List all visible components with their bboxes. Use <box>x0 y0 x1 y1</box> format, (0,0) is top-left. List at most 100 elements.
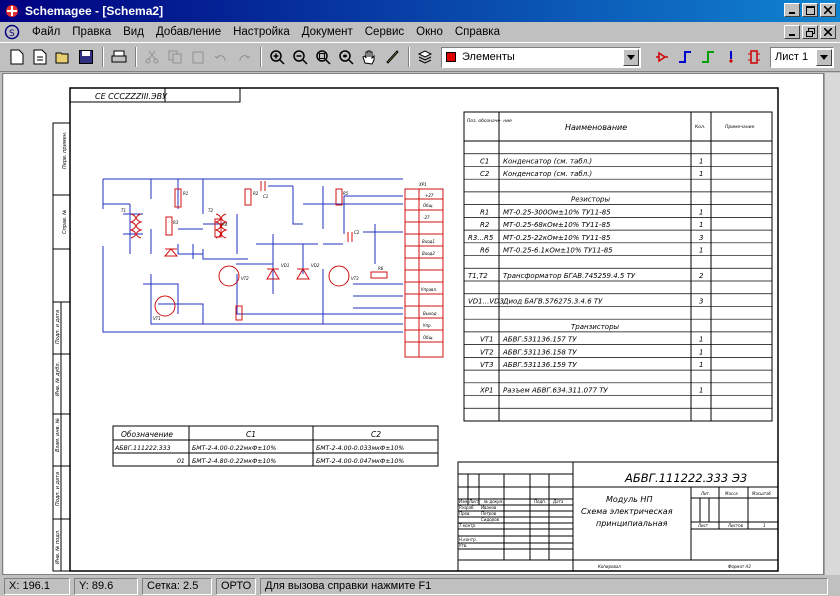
status-ortho[interactable]: ОРТО <box>216 577 256 595</box>
menu-file[interactable]: Файл <box>32 26 61 38</box>
minimize-button[interactable] <box>784 3 800 17</box>
sheet-select[interactable]: Лист 1 <box>770 46 834 68</box>
status-y: Y: 89.6 <box>74 577 138 595</box>
side-label-4: Взам. инв. № <box>55 418 61 452</box>
label-VT1: VT1 <box>153 316 161 321</box>
parts-row-pos: R2 <box>480 221 490 229</box>
parts-row-pos: R6 <box>480 247 490 255</box>
maximize-button[interactable] <box>802 3 818 17</box>
parts-row-name: МТ-0.25-22кОм±10% ТУ11-85 <box>503 234 611 242</box>
menu-edit[interactable]: Правка <box>72 26 112 38</box>
label-R3: R3 <box>173 220 179 225</box>
new-sheet-icon <box>33 49 47 65</box>
document-icon[interactable]: S <box>4 24 20 40</box>
tb-format: Формат А3 <box>728 564 751 569</box>
zoom-in-button[interactable] <box>266 46 288 68</box>
side-label-6: Инв. № подл. <box>55 530 61 565</box>
parts-row-name: Конденсатор (см. табл.) <box>503 170 592 178</box>
label-R4: R4 <box>222 222 228 227</box>
pin-icon <box>729 51 733 63</box>
connector-button[interactable] <box>743 46 765 68</box>
layer-select[interactable]: Элементы <box>441 46 641 68</box>
variants-cell-1-2: БМТ-2-4.00-0.047мкФ±10% <box>316 458 404 465</box>
label-T2: T2 <box>208 208 213 213</box>
sheet-select-value: Лист 1 <box>775 51 809 63</box>
parts-row-qty: 1 <box>699 157 703 165</box>
tb-col-2: № докум. <box>483 499 504 504</box>
parts-header-name: Наименование <box>565 123 627 132</box>
parts-row-qty: 1 <box>699 348 703 356</box>
vertical-scrollbar[interactable] <box>824 73 840 575</box>
parts-row-qty: 3 <box>699 297 703 305</box>
paste-button[interactable] <box>187 46 209 68</box>
parts-row-name: Конденсатор (см. табл.) <box>503 157 592 165</box>
top-stamp: СЕ СССZZZIII.ЭВУ <box>95 92 168 101</box>
doc-minimize-button[interactable] <box>784 25 800 39</box>
new-sheet-button[interactable] <box>29 46 51 68</box>
parts-row-qty: 2 <box>699 272 704 280</box>
zoom-window-button[interactable] <box>312 46 334 68</box>
wire-blue-button[interactable] <box>674 46 696 68</box>
parts-list-table: Поз. обозначе- ние Наименование Кол. При… <box>463 111 773 422</box>
parts-row-qty: 1 <box>699 170 703 178</box>
parts-header-note: Примечание <box>725 124 755 130</box>
tb-person-2: Сидоров <box>481 517 500 522</box>
parts-row-pos: VD1...VD3 <box>468 297 504 305</box>
parts-row-qty: 3 <box>699 234 703 242</box>
label-T1: T1 <box>121 208 126 213</box>
close-button[interactable] <box>820 3 836 17</box>
tb-col-1: Лист <box>468 499 480 504</box>
parts-row-pos: T1,T2 <box>468 272 488 280</box>
new-button[interactable] <box>6 46 28 68</box>
drawing-sheet: Перв. примен. Справ. № Подп. и дата Инв.… <box>3 74 779 574</box>
label-R1: R1 <box>183 191 188 196</box>
pan-button[interactable] <box>358 46 380 68</box>
zoom-out-button[interactable] <box>289 46 311 68</box>
parts-row-pos: VT2 <box>480 348 494 356</box>
save-button[interactable] <box>75 46 97 68</box>
tb-sheets-count: 1 <box>763 523 766 528</box>
tb-sheet: Лист <box>697 523 709 528</box>
cut-button[interactable] <box>141 46 163 68</box>
label-VD2: VD2 <box>311 263 320 268</box>
parts-row-pos: C2 <box>480 170 490 178</box>
tb-scale: Масштаб <box>752 491 772 496</box>
print-button[interactable] <box>108 46 130 68</box>
menu-settings[interactable]: Настройка <box>233 26 290 38</box>
copy-button[interactable] <box>164 46 186 68</box>
menu-service[interactable]: Сервис <box>364 26 405 38</box>
wire-green-button[interactable] <box>697 46 719 68</box>
tb-role-3: Н.контр. <box>459 537 477 542</box>
menu-view[interactable]: Вид <box>123 26 144 38</box>
xp1-pin-label-4: Вход2 <box>422 251 435 256</box>
menu-bar: S Файл Правка Вид Добавление Настройка Д… <box>0 22 840 42</box>
menu-help[interactable]: Справка <box>454 26 500 38</box>
pin-button[interactable] <box>720 46 742 68</box>
tb-role-1: Пров. <box>459 511 471 516</box>
zoom-in-icon <box>270 50 285 65</box>
doc-close-button[interactable] <box>820 25 836 39</box>
schematic[interactable]: +27 Общ. -27 Вход1 Вход2 Управл. Выход У… <box>102 178 444 358</box>
variants-cell-0-1: БМТ-2-4.00-0.22мкФ±10% <box>192 445 276 452</box>
document-designation: АБВГ.111222.333 Э3 <box>624 471 747 485</box>
component-icon <box>656 51 668 63</box>
menu-document[interactable]: Документ <box>301 26 353 38</box>
tb-lit: Лит. <box>700 491 710 496</box>
open-button[interactable] <box>52 46 74 68</box>
status-grid[interactable]: Сетка: 2.5 <box>142 577 212 595</box>
xp1-pin-label-2: -27 <box>423 215 430 220</box>
menu-insert[interactable]: Добавление <box>155 26 222 38</box>
undo-button[interactable] <box>210 46 232 68</box>
layers-button[interactable] <box>414 46 436 68</box>
doc-restore-button[interactable] <box>802 25 818 39</box>
element-resistor-button[interactable] <box>651 46 673 68</box>
undo-icon <box>214 55 226 62</box>
zoom-all-button[interactable] <box>335 46 357 68</box>
drawing-canvas[interactable]: Перв. примен. Справ. № Подп. и дата Инв.… <box>2 73 824 575</box>
label-VT2: VT2 <box>241 276 249 281</box>
redo-button[interactable] <box>233 46 255 68</box>
parts-row-pos: VT3 <box>480 361 494 369</box>
variants-cell-1-1: БМТ-2-4.80-0.22мкФ±10% <box>192 458 276 465</box>
menu-window[interactable]: Окно <box>416 26 443 38</box>
check-button[interactable] <box>381 46 403 68</box>
